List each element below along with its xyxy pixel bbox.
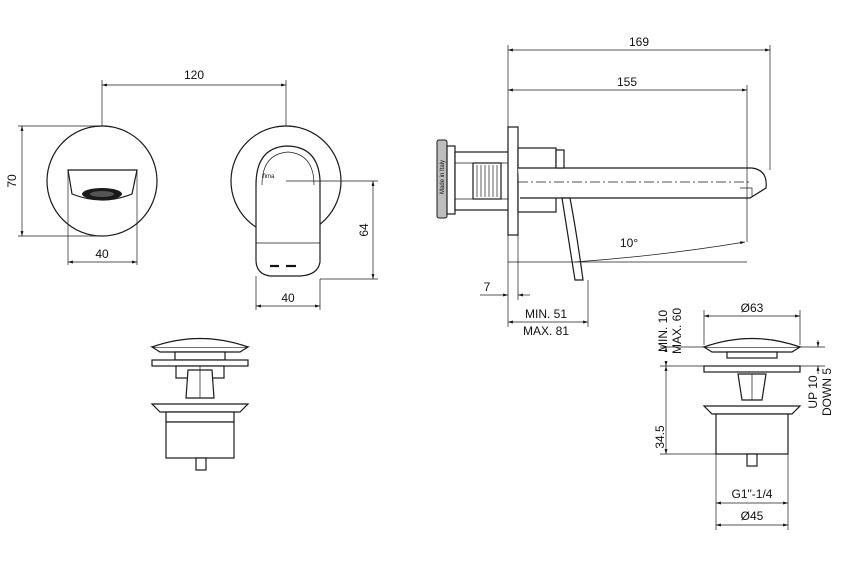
dim-min51: MIN. 51	[525, 307, 567, 321]
dim-70: 70	[5, 174, 19, 188]
dim-max60: MAX. 60	[670, 308, 684, 354]
side-view-spout	[436, 45, 771, 327]
drain-left	[149, 337, 251, 471]
dim-down5: DOWN 5	[820, 368, 834, 416]
dim-34-5: 34.5	[653, 425, 667, 449]
dim-thread: G1"-1/4	[732, 487, 773, 501]
dim-10deg: 10°	[620, 236, 638, 250]
dim-120: 120	[184, 68, 204, 82]
made-in-label: Made in Italy	[440, 160, 446, 194]
drain-right	[660, 310, 825, 530]
dim-155: 155	[617, 75, 637, 89]
dim-max81: MAX. 81	[523, 324, 569, 338]
front-view-left-plate	[18, 80, 287, 265]
dim-7: 7	[484, 280, 491, 294]
dim-d63: Ø63	[741, 301, 764, 315]
dim-40-left: 40	[95, 247, 109, 261]
thread-lines	[476, 165, 498, 197]
dim-d45: Ø45	[741, 509, 764, 523]
dim-40-lever: 40	[281, 291, 295, 305]
dim-up10: UP 10	[806, 375, 820, 408]
brand-label: fima	[263, 174, 275, 180]
dim-min10: MIN. 10	[656, 310, 670, 352]
front-view-lever	[230, 125, 378, 310]
dim-169: 169	[629, 35, 649, 49]
dim-64: 64	[357, 223, 371, 237]
